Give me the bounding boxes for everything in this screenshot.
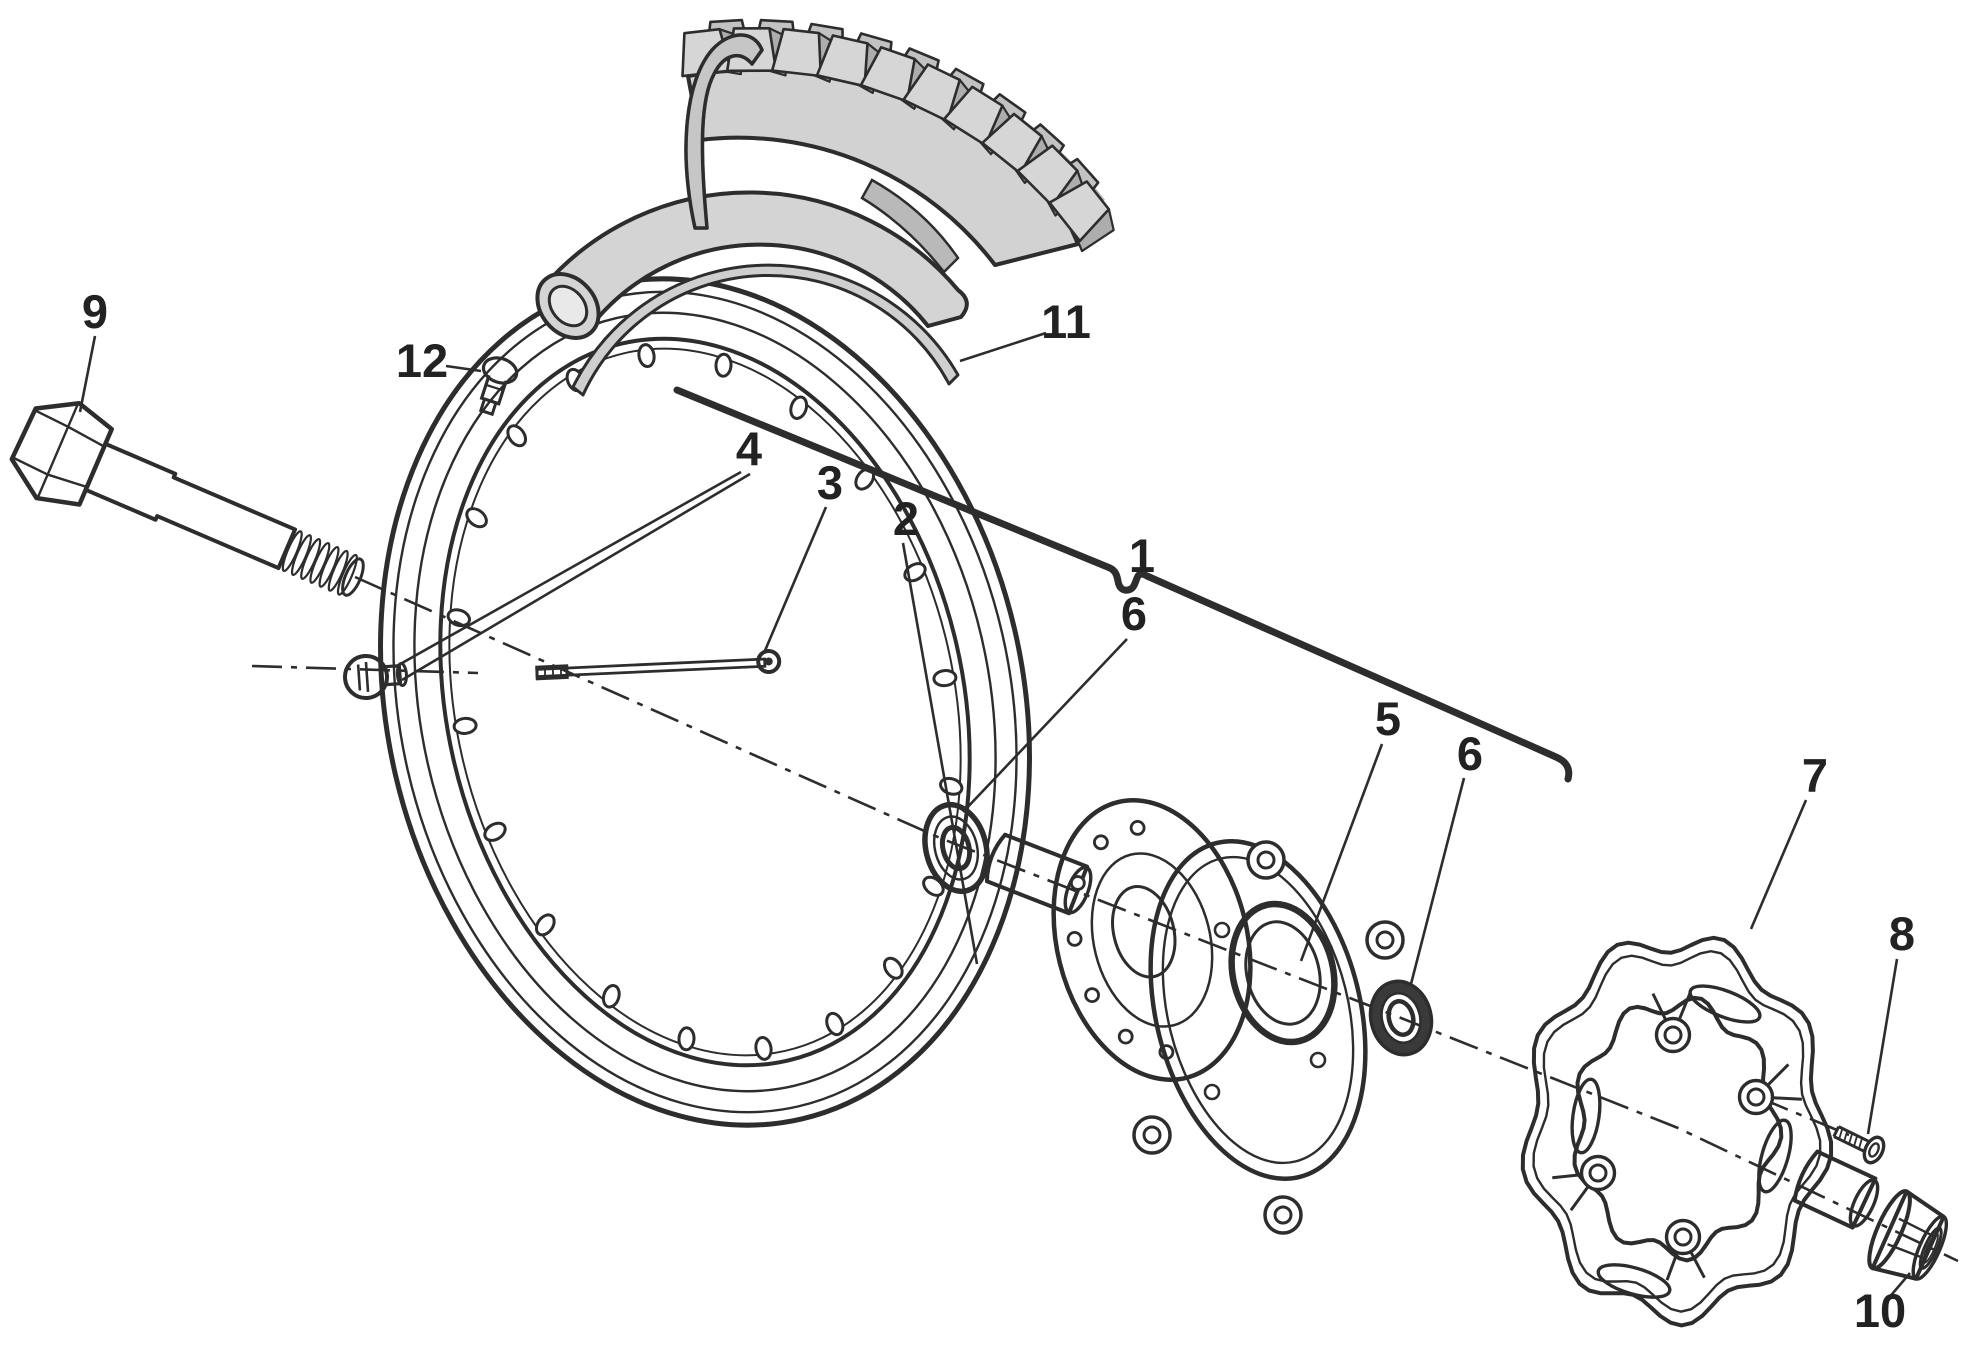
callout-10: 10 <box>1854 1284 1906 1337</box>
axle-nut <box>1867 1189 1949 1281</box>
brake-disc <box>1520 935 1834 1328</box>
tire-knobs-front-row <box>681 27 1115 253</box>
callout-7: 7 <box>1802 749 1828 802</box>
callout-8: 8 <box>1889 907 1915 960</box>
wheel-assembly-bracket <box>673 386 1573 783</box>
disc-spacer <box>1792 1149 1880 1230</box>
callout-1: 1 <box>1129 529 1155 582</box>
callout-6-right: 6 <box>1457 727 1483 780</box>
wheel-hub <box>1051 798 1405 1235</box>
axle-threads <box>281 530 358 596</box>
bearing-right <box>1368 979 1434 1057</box>
callout-5: 5 <box>1375 692 1401 745</box>
assembly-centerlines <box>251 575 1959 1263</box>
tire <box>681 18 1115 274</box>
valve-part <box>478 356 519 417</box>
callout-9: 9 <box>82 285 108 338</box>
brake-disc-slots <box>1570 984 1793 1299</box>
tire-sidewall-sliver <box>860 178 960 274</box>
callout-3: 3 <box>817 456 843 509</box>
callout-11: 11 <box>1041 295 1091 348</box>
disc-bolt <box>1832 1125 1886 1165</box>
disc-bolt-threads <box>1838 1127 1864 1150</box>
axle-bolt <box>9 401 365 597</box>
callout-4: 4 <box>736 422 762 475</box>
leader-lines <box>78 331 1911 1301</box>
callout-12: 12 <box>396 334 448 387</box>
hub-mounting-ears <box>1132 840 1405 1235</box>
rim-band <box>571 263 960 397</box>
brake-disc-mount-tabs <box>1552 991 1802 1281</box>
hub-brake-flange <box>1132 839 1405 1235</box>
spoke <box>535 648 782 681</box>
callout-6-left: 6 <box>1121 587 1147 640</box>
callout-2: 2 <box>893 492 919 545</box>
